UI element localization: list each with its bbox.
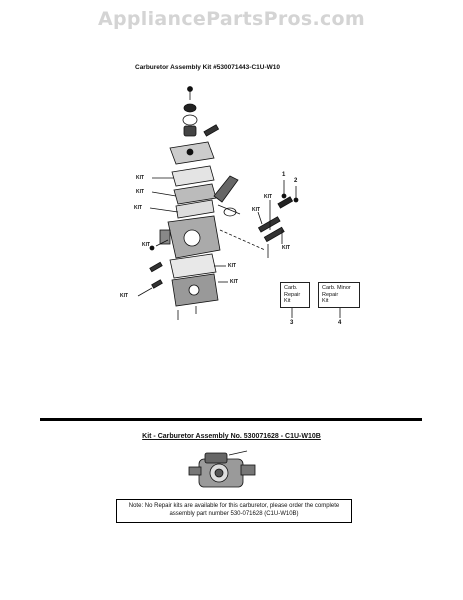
callout-number: 2 — [294, 178, 298, 184]
kit-label: KIT — [134, 205, 143, 211]
kit-label: KIT — [136, 175, 145, 181]
box-text: Kit — [284, 298, 291, 304]
callout-number: 4 — [338, 320, 342, 326]
kit-label: KIT — [282, 245, 291, 251]
box-text: Carb. Minor — [322, 285, 351, 291]
note-box: Note: No Repair kits are available for t… — [116, 499, 352, 523]
kit-section-heading: Kit - Carburetor Assembly No. 530071628 … — [142, 433, 321, 440]
carb-repair-kit-box: Carb. Repair Kit — [280, 282, 310, 308]
watermark: AppliancePartsPros.com — [97, 8, 365, 30]
kit-label: KIT — [142, 242, 151, 248]
section-divider — [40, 418, 422, 421]
carb-minor-repair-kit-box: Carb. Minor Repair Kit — [318, 282, 360, 308]
kit-label: KIT — [120, 293, 129, 299]
kit-label: KIT — [228, 263, 237, 269]
carburetor-assembly-image — [188, 450, 256, 488]
kit-label: KIT — [230, 279, 239, 285]
box-text: Repair — [322, 291, 339, 298]
box-text: Repair — [284, 291, 301, 298]
kit-label: KIT — [252, 207, 261, 213]
box-text: Carb. — [284, 285, 298, 291]
callout-number: 3 — [290, 320, 294, 326]
callout-number: 1 — [282, 172, 286, 178]
exploded-view-diagram — [137, 86, 341, 320]
kit-label: KIT — [264, 194, 273, 200]
box-text: Kit — [322, 298, 329, 304]
diagram-title: Carburetor Assembly Kit #530071443-C1U-W… — [135, 64, 280, 71]
kit-label: KIT — [136, 189, 145, 195]
